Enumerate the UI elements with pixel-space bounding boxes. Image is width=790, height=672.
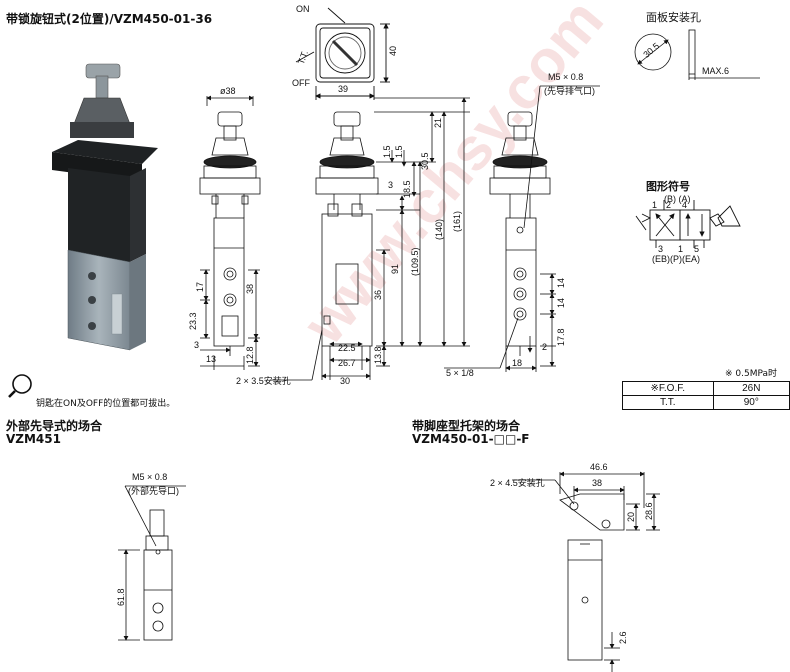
symbol-top: (B) (A): [664, 194, 691, 204]
dim-1-5b: 1.5: [394, 145, 404, 158]
dim-1-5a: 1.5: [382, 145, 392, 158]
symbol-bottom: (EB)(P)(EA): [652, 254, 700, 264]
dim-23-3: 23.3: [188, 312, 198, 330]
symbol-num-3: 3: [658, 244, 663, 254]
symbol-num-2: 2: [666, 200, 671, 210]
dim-14a: 14: [556, 278, 566, 288]
symbol-num-1b: 1: [678, 244, 683, 254]
knob-top-view: [295, 7, 390, 100]
dim-21: 21: [433, 118, 443, 128]
dim-30-5: 30.5: [420, 152, 430, 170]
svg-text:www.chsy.com: www.chsy.com: [290, 0, 616, 357]
symbol-num-1: 1: [652, 200, 657, 210]
spec-value: 90°: [712, 395, 790, 410]
label-m5-main: M5 × 0.8: [548, 72, 583, 82]
external-title: 外部先导式的场合: [6, 419, 103, 433]
spec-table: ※F.O.F. 26N T.T. 90°: [622, 381, 790, 410]
bracket-drawing: [512, 471, 660, 672]
panel-hole-title: 面板安装孔: [646, 11, 701, 24]
dim-2-6: 2.6: [618, 631, 628, 644]
dim-12-8: 12.8: [245, 346, 255, 364]
label-max6: MAX.6: [702, 66, 729, 76]
table-row: ※F.O.F. 26N: [622, 381, 790, 396]
dim-20: 20: [626, 512, 636, 522]
label-ext-pilot: (外部先导口): [128, 485, 179, 496]
dim-109-5: (109.5): [410, 247, 420, 276]
watermark: www.chsy.com: [290, 0, 616, 357]
dim-14b: 14: [556, 298, 566, 308]
port-main: 5 × 1/8: [446, 368, 474, 378]
dim-26-7: 26.7: [338, 358, 356, 368]
dim-91: 91: [390, 264, 400, 274]
dim-36: 36: [373, 290, 383, 300]
dim-18-5: 18.5: [402, 180, 412, 198]
dim-161: (161): [452, 211, 462, 232]
dim-38b: 38: [592, 478, 602, 488]
symbol-num-4: 4: [682, 200, 687, 210]
external-pilot-drawing: [118, 485, 186, 641]
label-off: OFF: [292, 78, 310, 88]
pneumatic-symbol: [635, 200, 741, 248]
dim-3b: 3: [194, 340, 199, 350]
dim-40: 40: [388, 46, 398, 56]
dim-17-8: 17.8: [556, 328, 566, 346]
dim-13-8: 13.8: [373, 346, 383, 364]
dim-30: 30: [340, 376, 350, 386]
label-m5-ext: M5 × 0.8: [132, 472, 167, 482]
label-on: ON: [296, 4, 310, 14]
mount-hole-bracket: 2 × 4.5安装孔: [490, 477, 545, 488]
product-photo: [52, 63, 158, 351]
dim-38v: 38: [245, 284, 255, 294]
key-note: 钥匙在ON及OFF的位置都可拔出。: [36, 399, 176, 409]
dim-3: 3: [388, 180, 393, 190]
dim-140: (140): [434, 219, 444, 240]
dim-61-8: 61.8: [116, 588, 126, 606]
dim-17: 17: [195, 282, 205, 292]
front-view-left: [199, 95, 261, 370]
symbol-title: 图形符号: [646, 180, 690, 193]
label-pilot-exhaust: (先导排气口): [544, 85, 595, 96]
dim-2: 2: [542, 342, 547, 352]
symbol-num-5: 5: [694, 244, 699, 254]
dim-18: 18: [512, 358, 522, 368]
mount-hole-main: 2 × 3.5安装孔: [236, 375, 291, 386]
bracket-title: 带脚座型托架的场合: [412, 419, 521, 433]
dimension-labels: ON T.T. OFF 40 39 ø38 21 1.5 1.5 30.5 3 …: [116, 4, 729, 644]
side-view-right: [444, 85, 600, 372]
dim-22-5: 22.5: [338, 343, 356, 353]
external-model: VZM451: [6, 432, 61, 446]
dim-28-6: 28.6: [644, 502, 654, 520]
dim-46-6: 46.6: [590, 462, 608, 472]
front-view-middle: [270, 97, 470, 381]
panel-hole-drawing: [634, 29, 760, 80]
table-row: T.T. 90°: [622, 395, 790, 410]
magnifier-icon: [6, 372, 34, 400]
bracket-model: VZM450-01-□□-F: [412, 432, 530, 446]
dim-13: 13: [206, 354, 216, 364]
dim-30-5-panel: 30.5: [641, 41, 661, 60]
main-title: 带锁旋钮式(2位置)/VZM450-01-36: [6, 12, 213, 26]
dim-39: 39: [338, 84, 348, 94]
dim-dia38: ø38: [220, 86, 236, 96]
pressure-note: ※ 0.5MPa时: [725, 369, 778, 379]
label-tt: T.T.: [296, 49, 310, 66]
